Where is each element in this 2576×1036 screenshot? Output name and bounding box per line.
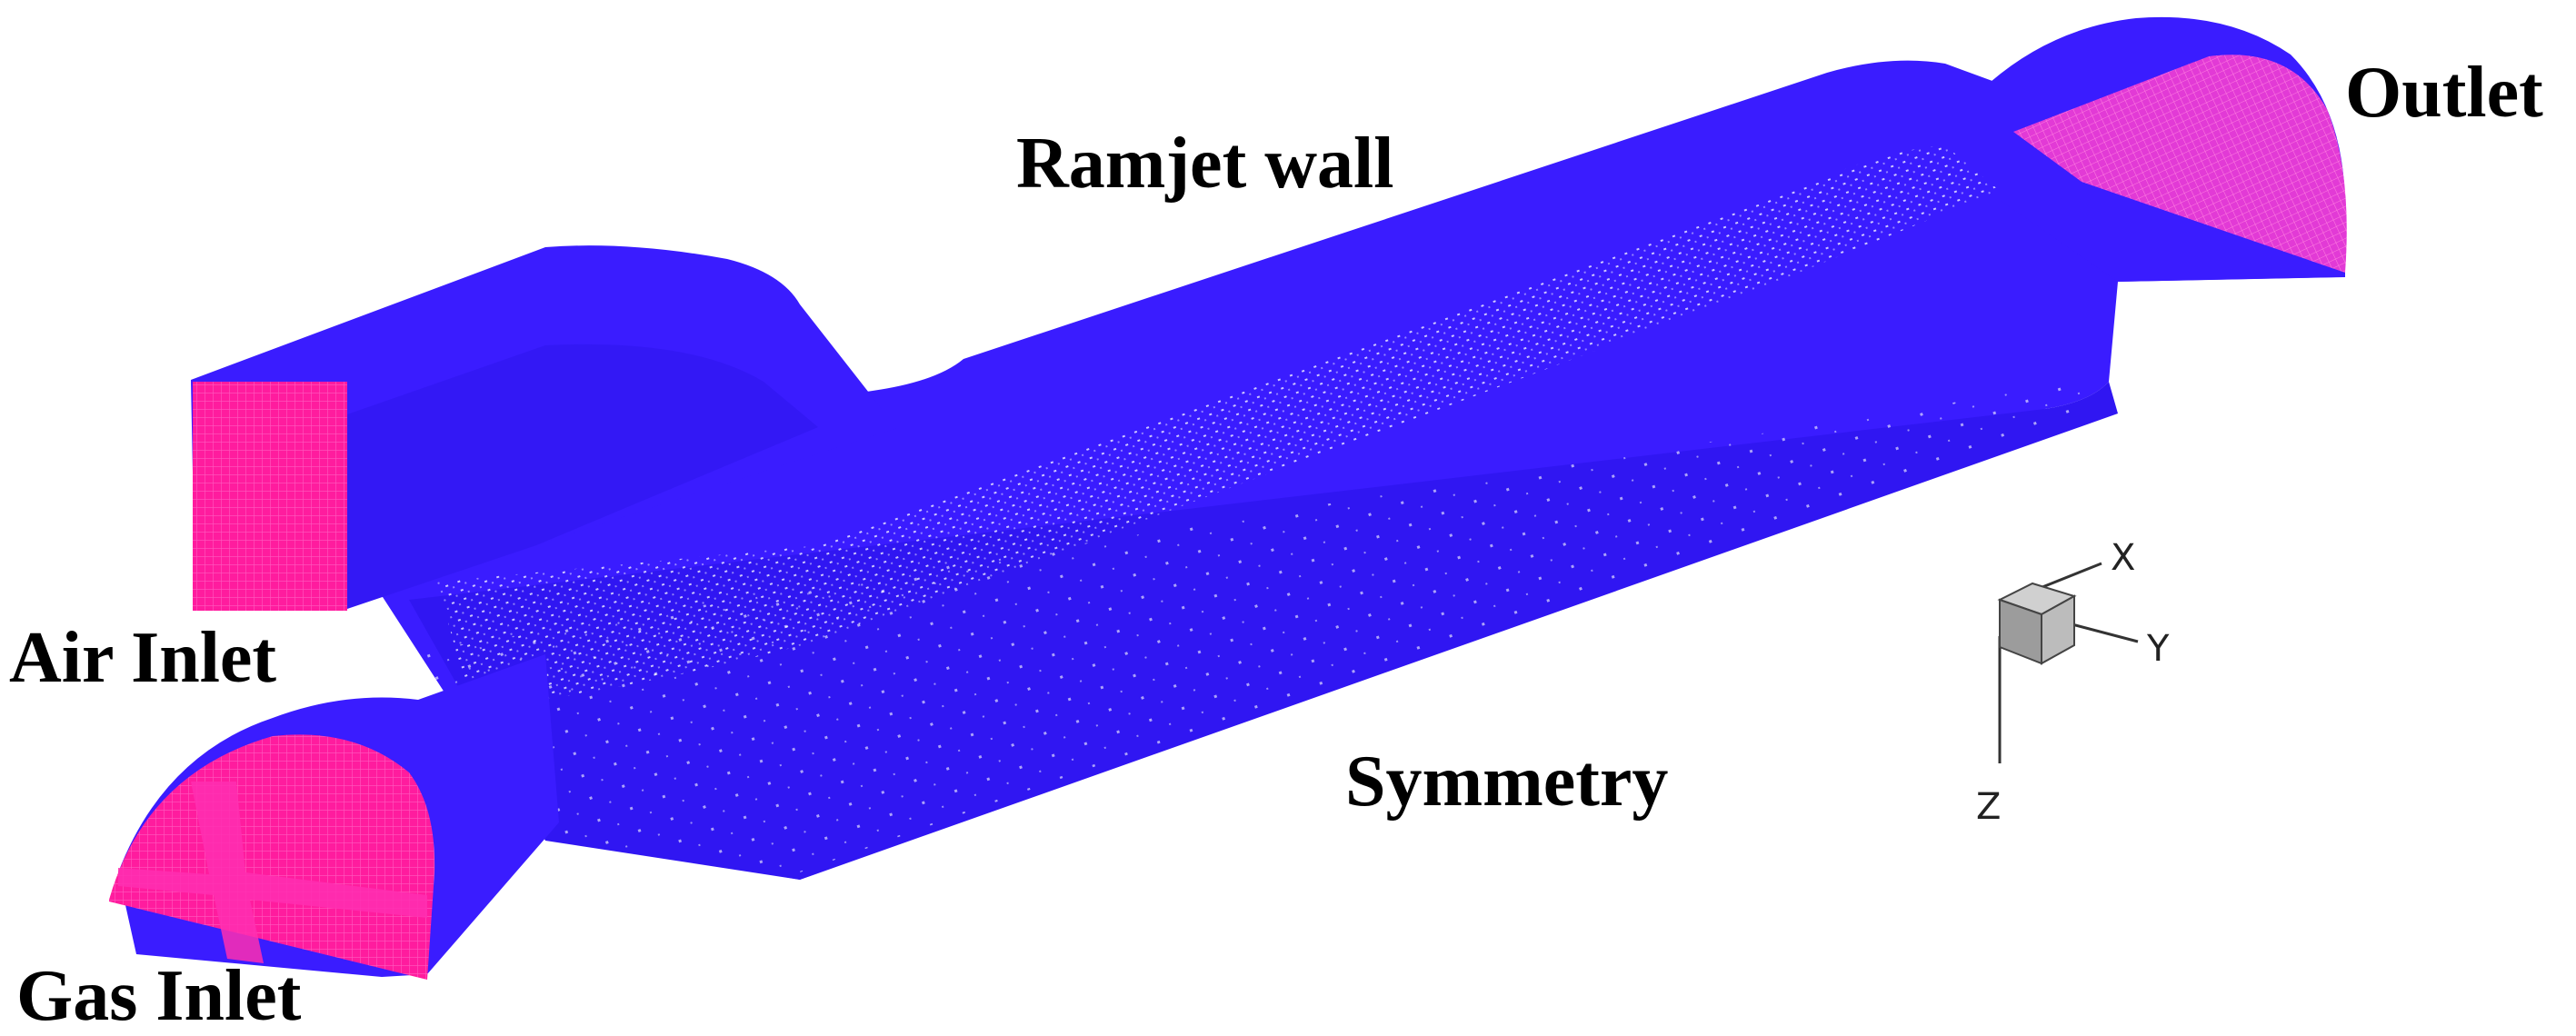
triad-cube-side [2041, 594, 2075, 665]
outlet-face [2013, 55, 2347, 274]
axis-x-label: X [2111, 537, 2136, 579]
outlet-duct [1991, 16, 2347, 282]
outlet-label: Outlet [2345, 53, 2543, 133]
gas-inlet-face [109, 734, 435, 980]
air-inlet-side-surface [347, 344, 818, 609]
axis-triad [1997, 562, 2139, 763]
axis-y-label: Y [2147, 628, 2170, 670]
gas-inlet-duct [109, 654, 559, 980]
symmetry-label: Symmetry [1345, 742, 1669, 822]
ramjet-wall-label: Ramjet wall [1016, 124, 1394, 204]
gas-inlet-face-cross [118, 782, 427, 963]
combustor-body [373, 60, 2336, 880]
air-inlet-face [193, 382, 347, 611]
air-inlet-duct [191, 245, 900, 611]
axis-z-label: Z [1976, 786, 2002, 828]
mesh-refinement-band [436, 145, 2000, 709]
gas-inlet-label: Gas Inlet [16, 956, 302, 1036]
mesh-sparse-region [400, 382, 2091, 872]
air-inlet-label: Air Inlet [9, 618, 277, 698]
